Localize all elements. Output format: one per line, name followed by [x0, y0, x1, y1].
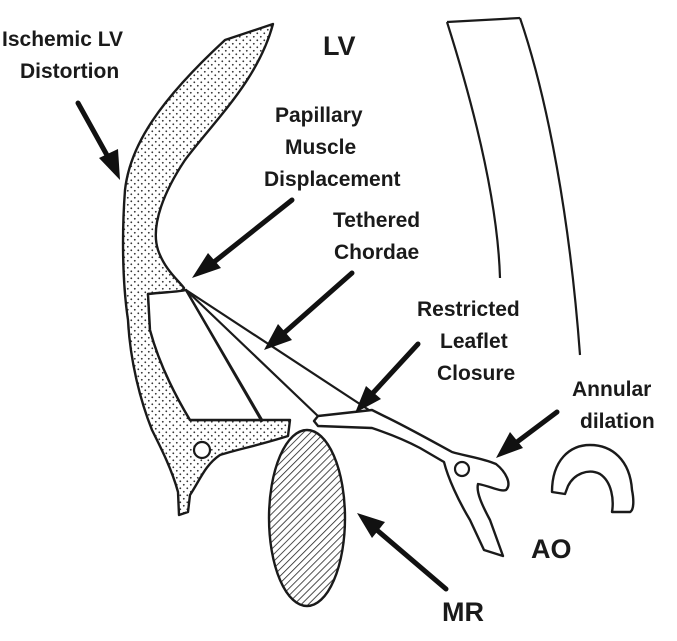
- chorda-2: [185, 289, 321, 419]
- label-ischemic-line2: Distortion: [20, 60, 119, 83]
- label-mr: MR: [442, 597, 484, 627]
- chorda-3: [185, 289, 373, 413]
- aortic-wall-left: [445, 21, 502, 279]
- label-restricted-line2: Leaflet: [440, 330, 508, 353]
- label-papillary-line1: Papillary: [275, 104, 363, 127]
- aortic-wall-right: [518, 17, 582, 356]
- arrow-papillary: [192, 197, 295, 278]
- papillary-region: [146, 288, 264, 422]
- label-lv: LV: [323, 31, 356, 61]
- posterior-annulus-ring: [192, 440, 212, 460]
- label-annular-line2: dilation: [580, 410, 655, 433]
- aortic-cusp: [550, 443, 635, 514]
- arrow-tethered: [264, 270, 355, 350]
- lv-wall: [121, 22, 292, 517]
- arrow-ischemic: [75, 100, 120, 180]
- label-ischemic-line1: Ischemic LV: [2, 28, 123, 51]
- label-annular-line1: Annular: [572, 378, 651, 401]
- arrow-annular: [496, 409, 560, 458]
- chorda-1: [185, 289, 263, 423]
- arrow-mr: [357, 513, 449, 592]
- anterior-annulus-ring: [453, 460, 471, 478]
- arrow-restricted: [355, 341, 421, 413]
- label-tethered-line1: Tethered: [333, 209, 420, 232]
- regurgitant-jet: [267, 428, 347, 608]
- label-restricted-line1: Restricted: [417, 298, 520, 321]
- anterior-leaflet: [312, 408, 510, 558]
- label-restricted-line3: Closure: [437, 362, 515, 385]
- label-tethered-line2: Chordae: [334, 241, 419, 264]
- label-papillary-line3: Displacement: [264, 168, 401, 191]
- label-ao: AO: [531, 534, 572, 564]
- aortic-wall-top: [446, 16, 521, 24]
- label-papillary-line2: Muscle: [285, 136, 356, 159]
